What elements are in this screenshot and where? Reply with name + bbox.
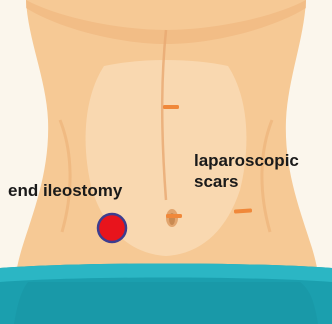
scars-label-line1: laparoscopic <box>194 150 299 171</box>
scar-mark <box>166 214 182 218</box>
stoma-label: end ileostomy <box>8 180 122 201</box>
garment-edge <box>14 282 318 324</box>
scar-mark <box>163 105 179 109</box>
scars-label-line2: scars <box>194 171 299 192</box>
scars-label: laparoscopic scars <box>194 150 299 192</box>
stoma-marker <box>98 214 126 242</box>
